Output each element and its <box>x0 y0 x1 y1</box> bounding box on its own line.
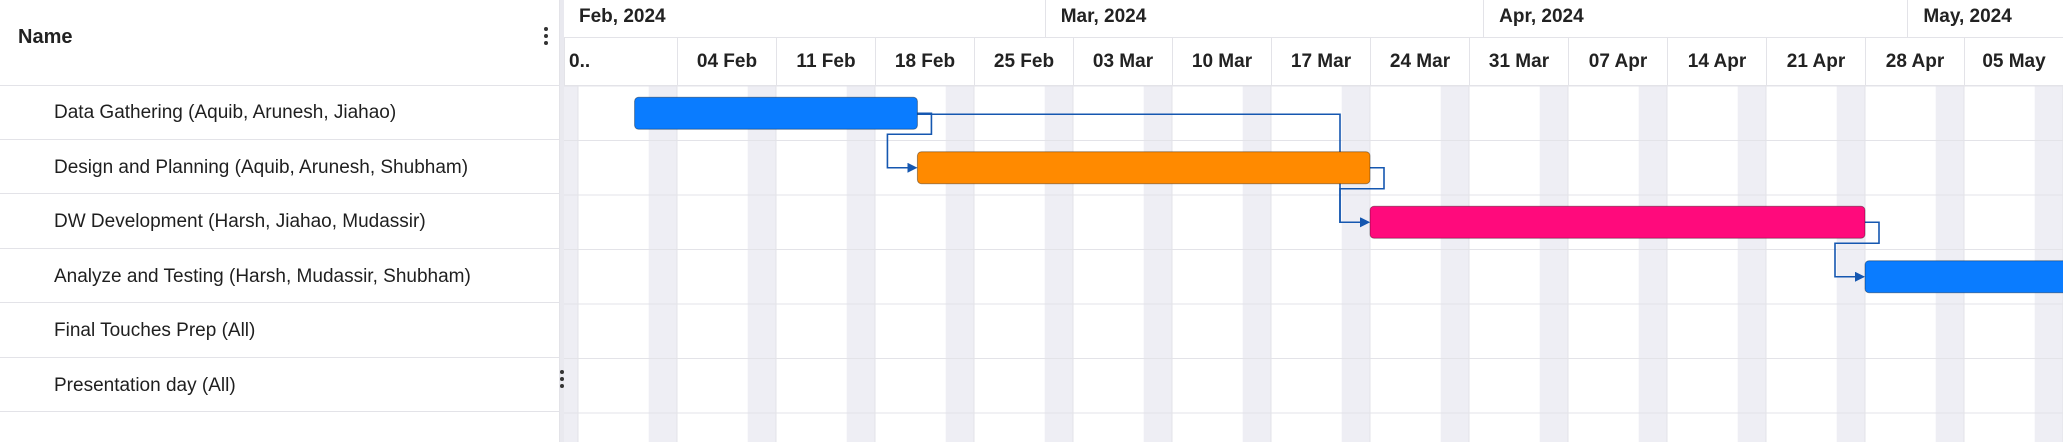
task-name: Final Touches Prep (All) <box>54 320 256 341</box>
week-label: 04 Feb <box>677 38 776 86</box>
dependency-connector <box>886 112 933 173</box>
dependency-connector <box>1834 221 1880 282</box>
splitter-handle-icon[interactable] <box>558 370 566 388</box>
week-label: 05 May <box>1964 38 2063 86</box>
week-label: 24 Mar <box>1370 38 1469 86</box>
week-label: 21 Apr <box>1766 38 1865 86</box>
dependency-connector <box>1339 166 1385 228</box>
weekend-band <box>1242 86 1271 442</box>
week-label: 11 Feb <box>776 38 875 86</box>
task-row[interactable]: DW Development (Harsh, Jiahao, Mudassir) <box>0 195 560 249</box>
weekend-band <box>564 86 578 442</box>
task-row[interactable]: Presentation day (All) <box>0 359 560 412</box>
weekend-band <box>1638 86 1667 442</box>
task-bar <box>1369 205 1866 239</box>
task-row[interactable]: Analyze and Testing (Harsh, Mudassir, Sh… <box>0 250 560 303</box>
panel-splitter[interactable] <box>560 0 564 442</box>
weekend-band <box>1044 86 1073 442</box>
week-label: 31 Mar <box>1469 38 1568 86</box>
week-label: 07 Apr <box>1568 38 1667 86</box>
week-label: 03 Mar <box>1073 38 1172 86</box>
task-name: Presentation day (All) <box>54 374 236 396</box>
weekend-band <box>648 86 677 442</box>
weekend-band <box>1737 86 1766 442</box>
weekend-band <box>846 86 875 442</box>
month-label: May, 2024 <box>1907 0 2063 38</box>
task-bar <box>916 151 1371 185</box>
week-label: 17 Mar <box>1271 38 1370 86</box>
week-label: 14 Apr <box>1667 38 1766 86</box>
weekend-band <box>1341 86 1370 442</box>
month-label: Feb, 2024 <box>579 6 666 27</box>
task-name: Design and Planning (Aquib, Arunesh, Shu… <box>54 156 469 178</box>
week-label: 10 Mar <box>1172 38 1271 86</box>
weekend-band <box>1539 86 1568 442</box>
task-name: Data Gathering (Aquib, Arunesh, Jiahao) <box>54 102 397 123</box>
name-column-header[interactable]: Name <box>0 0 560 86</box>
task-name: Analyze and Testing (Harsh, Mudassir, Sh… <box>54 265 471 287</box>
weekend-band <box>1440 86 1469 442</box>
weekend-band <box>747 86 776 442</box>
weekend-band <box>1836 86 1865 442</box>
task-name-panel: Name Data Gathering (Aquib, Arunesh, Jia… <box>0 0 560 442</box>
task-bar <box>634 96 918 130</box>
week-label: 28 Apr <box>1865 38 1964 86</box>
weekend-band <box>945 86 974 442</box>
week-label: 18 Feb <box>875 38 974 86</box>
column-menu-icon[interactable] <box>542 27 550 45</box>
name-column-title: Name <box>18 26 73 48</box>
week-label: 0.. <box>564 38 677 86</box>
month-label: Mar, 2024 <box>1044 0 1483 38</box>
gantt-chart <box>564 85 2063 442</box>
task-row[interactable]: Data Gathering (Aquib, Arunesh, Jiahao) <box>0 86 560 140</box>
task-bar <box>1864 260 2063 294</box>
week-label: 25 Feb <box>974 38 1073 86</box>
task-row[interactable]: Final Touches Prep (All) <box>0 304 560 358</box>
task-row[interactable]: Design and Planning (Aquib, Arunesh, Shu… <box>0 141 560 194</box>
weekend-band <box>1143 86 1172 442</box>
month-label: Apr, 2024 <box>1483 0 1907 38</box>
task-name: DW Development (Harsh, Jiahao, Mudassir) <box>54 211 426 232</box>
